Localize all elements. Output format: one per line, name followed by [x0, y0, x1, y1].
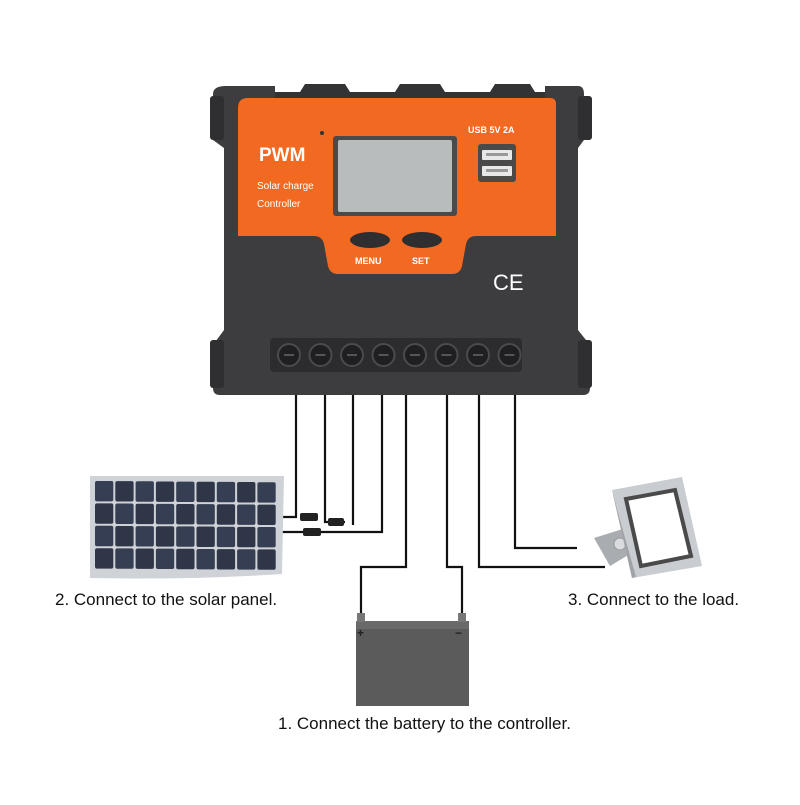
caption-load: 3. Connect to the load. — [568, 590, 740, 609]
lamp-housing-side — [612, 490, 636, 578]
flood-light — [594, 477, 702, 578]
charge-controller: PWM Solar charge Controller USB 5V 2A ME… — [210, 84, 592, 395]
battery-top — [356, 621, 469, 629]
usb-label: USB 5V 2A — [468, 125, 515, 135]
terminals — [277, 343, 522, 367]
battery-minus-symbol: − — [455, 626, 462, 640]
solar-cell — [257, 482, 276, 503]
menu-label: MENU — [355, 256, 382, 266]
solar-cell — [95, 525, 114, 547]
mc4-connector — [303, 528, 321, 536]
ce-mark: CE — [493, 270, 524, 295]
solar-cell — [155, 481, 175, 502]
solar-cell — [237, 549, 256, 570]
usb-port-tongue — [486, 169, 508, 172]
solar-cell — [115, 525, 134, 547]
wire-battery-neg — [445, 380, 464, 615]
menu-button[interactable] — [350, 232, 390, 248]
solar-cell — [216, 504, 236, 525]
subtitle-line2: Controller — [257, 199, 301, 210]
solar-cell — [216, 526, 236, 548]
usb-housing — [478, 144, 516, 182]
wire-solar-2 — [323, 380, 345, 524]
solar-cell — [176, 481, 195, 502]
solar-cell — [257, 527, 276, 548]
lamp-lens — [623, 487, 694, 569]
usb-port-tongue — [486, 153, 508, 156]
mc4-connector — [300, 513, 318, 521]
solar-cell — [176, 548, 195, 570]
solar-cell — [196, 526, 215, 547]
battery-body — [356, 626, 469, 706]
solar-cell — [196, 504, 215, 525]
wire-solar-1 — [280, 380, 298, 519]
solar-cell — [196, 481, 215, 503]
solar-cell — [155, 548, 175, 570]
wire-battery-pos — [359, 380, 408, 615]
solar-cell — [155, 526, 175, 547]
solar-cell — [115, 481, 134, 502]
wire-load-2 — [513, 380, 577, 550]
solar-cell — [237, 504, 256, 525]
solar-cell — [135, 548, 154, 569]
solar-cell — [216, 481, 236, 503]
solar-cell — [196, 548, 215, 570]
grip-rib — [578, 96, 592, 140]
solar-cell — [237, 526, 256, 548]
solar-cell — [115, 548, 134, 569]
set-button[interactable] — [402, 232, 442, 248]
set-label: SET — [412, 256, 430, 266]
solar-cell — [216, 549, 236, 570]
solar-panel — [90, 476, 284, 579]
solar-cell — [95, 503, 114, 524]
status-led — [320, 131, 324, 135]
lcd-screen — [338, 140, 452, 212]
solar-cell — [176, 504, 195, 525]
mc4-connector — [328, 518, 344, 526]
solar-cell — [237, 482, 256, 503]
terminal-strip — [270, 338, 522, 372]
battery-plus-symbol: + — [357, 626, 364, 640]
solar-cell — [135, 503, 154, 525]
wires — [280, 380, 605, 615]
subtitle-line1: Solar charge — [257, 181, 314, 192]
grip-rib — [210, 340, 224, 388]
solar-cell — [95, 481, 114, 502]
battery-terminal-neg — [458, 613, 466, 622]
solar-cell — [135, 481, 154, 502]
solar-cell — [135, 526, 154, 547]
battery-terminal-pos — [357, 613, 365, 622]
caption-battery: 1. Connect the battery to the controller… — [278, 714, 571, 733]
solar-cell — [176, 526, 195, 547]
solar-cell — [257, 504, 276, 525]
solar-cell — [95, 548, 114, 569]
solar-cells — [95, 481, 276, 570]
solar-cell — [257, 549, 276, 570]
solar-cell — [155, 503, 175, 525]
grip-rib — [210, 96, 224, 140]
battery: + − — [356, 613, 469, 706]
caption-solar-panel: 2. Connect to the solar panel. — [55, 590, 278, 609]
wire-load-1 — [477, 380, 605, 569]
grip-rib — [578, 340, 592, 388]
pwm-label: PWM — [259, 145, 305, 166]
solar-cell — [115, 503, 134, 524]
